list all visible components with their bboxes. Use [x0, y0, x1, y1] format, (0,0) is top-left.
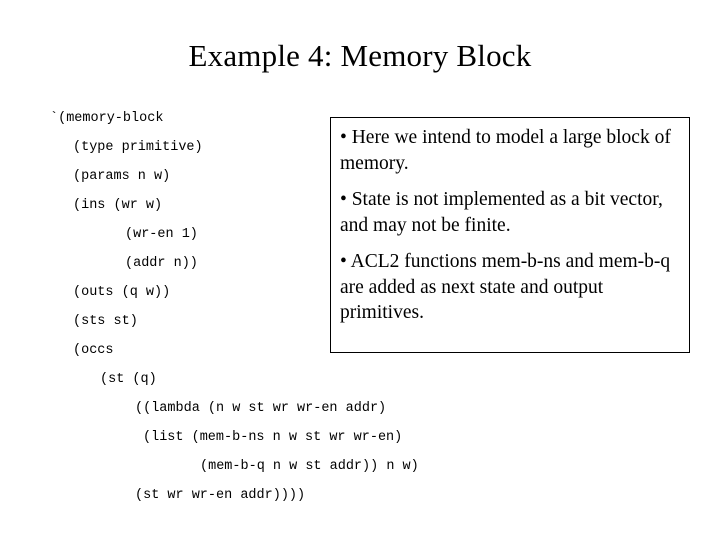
- code-line: (addr n)): [125, 256, 198, 271]
- code-line: `(memory-block: [50, 111, 164, 126]
- code-line: (st (q): [100, 372, 157, 387]
- code-line: (list (mem-b-ns n w st wr wr-en): [143, 430, 403, 445]
- bullet-item: • ACL2 functions mem-b-ns and mem-b-q ar…: [340, 251, 671, 323]
- notes-box: • Here we intend to model a large block …: [330, 117, 690, 353]
- code-block: `(memory-block (type primitive) (params n …: [50, 104, 419, 510]
- notes-bullet-list: • Here we intend to model a large block …: [331, 118, 689, 326]
- bullet-item: • State is not implemented as a bit vect…: [340, 189, 663, 236]
- code-line: (wr-en 1): [125, 227, 198, 242]
- code-line: ((lambda (n w st wr wr-en addr): [135, 401, 387, 416]
- code-line: (outs (q w)): [73, 285, 171, 300]
- code-line: (ins (wr w): [73, 198, 163, 213]
- code-line: (occs: [73, 343, 114, 358]
- page-title: Example 4: Memory Block: [188, 38, 532, 73]
- code-line: (sts st): [73, 314, 138, 329]
- code-line: (mem-b-q n w st addr)) n w): [200, 459, 419, 474]
- bullet-item: • Here we intend to model a large block …: [340, 127, 671, 174]
- code-line: (params n w): [73, 169, 171, 184]
- code-line: (st wr wr-en addr)))): [135, 488, 306, 503]
- code-line: (type primitive): [73, 140, 203, 155]
